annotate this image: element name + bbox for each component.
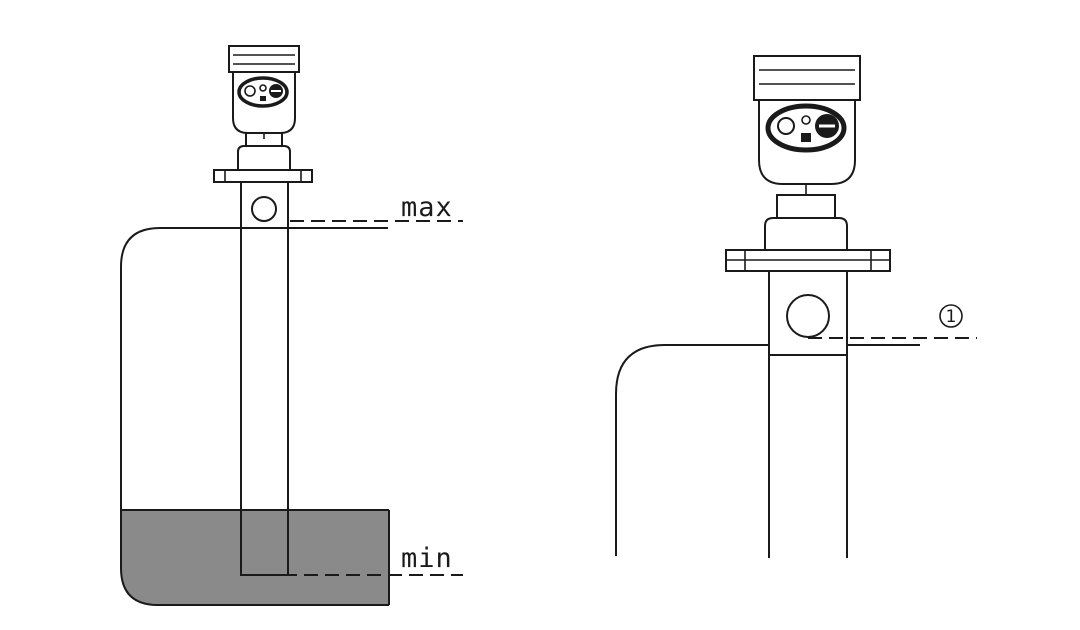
radar-level-transmitter-icon	[753, 55, 861, 251]
right-figure: 1	[615, 55, 977, 558]
liquid-fill	[121, 510, 389, 605]
right-tank-outline	[615, 344, 769, 556]
stilling-pipe-icon	[768, 271, 848, 558]
tank-outline	[120, 227, 389, 606]
marker-label: 1	[946, 307, 957, 327]
left-figure: max min	[120, 45, 463, 606]
circled-marker: 1	[939, 304, 963, 328]
max-label: max	[401, 192, 453, 223]
min-label: min	[401, 543, 453, 574]
radar-level-transmitter-icon	[228, 45, 300, 171]
left-flange	[213, 169, 313, 183]
